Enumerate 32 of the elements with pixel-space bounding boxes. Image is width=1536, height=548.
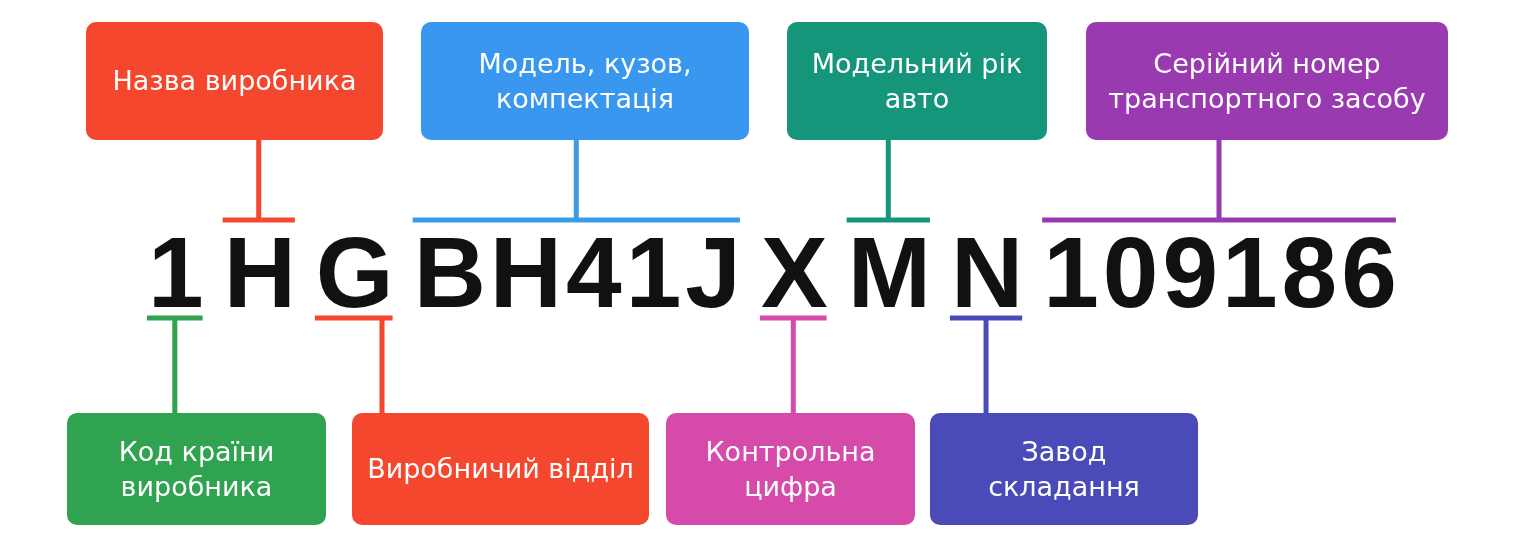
vin-characters: BH41J — [413, 222, 745, 322]
card-label: Код країни виробника — [117, 434, 276, 504]
card-label: Модель, кузов, компектація — [477, 46, 693, 116]
leader-bracket — [312, 315, 396, 416]
card-label: Модельний рік авто — [810, 46, 1024, 116]
card-label: Виробничий відділ — [367, 452, 634, 487]
label-card — [352, 413, 649, 525]
leader-bracket — [947, 315, 1025, 416]
label-card — [666, 413, 915, 525]
vin-characters: H — [223, 222, 300, 322]
card-label: Завод складання — [987, 434, 1141, 504]
leader-bracket — [1039, 137, 1399, 223]
label-card — [421, 22, 749, 140]
vin-characters: 109186 — [1043, 222, 1401, 322]
vin-characters: N — [950, 222, 1028, 322]
leader-bracket — [757, 315, 830, 416]
label-card — [930, 413, 1198, 525]
card-label: Контрольна цифра — [704, 434, 877, 504]
card-label: Назва виробника — [112, 64, 357, 99]
vin-characters: G — [315, 222, 398, 322]
vin-characters: M — [847, 222, 935, 322]
leader-bracket — [410, 137, 743, 223]
vin-characters: 1 — [148, 222, 208, 322]
leader-bracket — [220, 137, 298, 223]
label-card — [67, 413, 326, 525]
label-card — [86, 22, 383, 140]
vin-characters: X — [760, 222, 832, 322]
leader-bracket — [144, 315, 206, 416]
label-card — [1086, 22, 1448, 140]
card-label: Серійний номер транспортного засобу — [1107, 46, 1427, 116]
leader-bracket — [844, 137, 933, 223]
label-card — [787, 22, 1047, 140]
